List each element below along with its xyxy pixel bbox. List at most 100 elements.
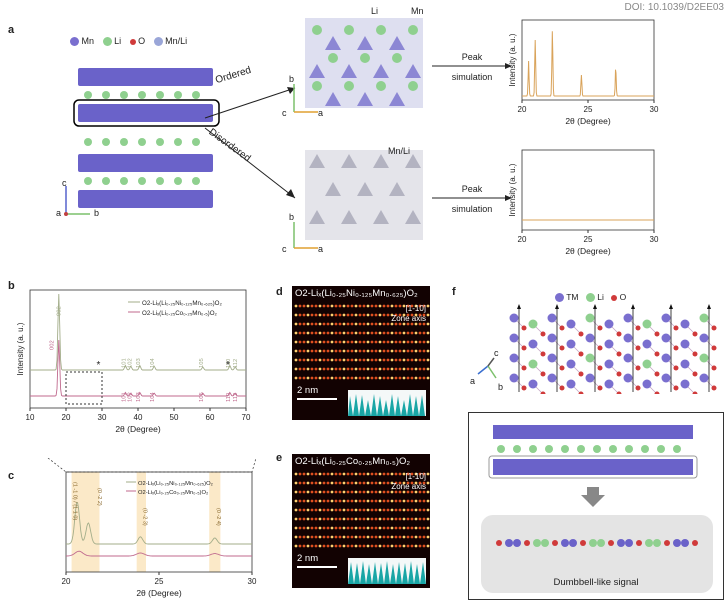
tem-d-atom-2-31 [418, 322, 422, 326]
tem-d-atom-8-18 [366, 376, 370, 380]
tem-e-atom-7-5 [314, 535, 318, 539]
tem-e-atom-7-16 [358, 535, 362, 539]
tem-d-atom-7-23 [386, 367, 390, 371]
struct-f-atom-9-3 [680, 379, 690, 389]
tem-e-atom-5-10 [334, 517, 338, 521]
tem-d-atom-6-32 [422, 358, 426, 362]
tem-d-atom-6-33 [426, 358, 430, 362]
tem-d-atom-5-19 [370, 349, 374, 353]
tem-e-atom-3-22 [382, 499, 386, 503]
li-rows [84, 91, 200, 185]
struct-f-o-4-2 [597, 365, 603, 371]
tem-d-atom-4-5 [314, 340, 318, 344]
chart-b-annot-2: 101 [121, 358, 127, 368]
tem-d-atom-3-0 [294, 331, 298, 335]
tem-e-atom-2-1 [298, 490, 302, 494]
tem-e-atom-4-20 [374, 508, 378, 512]
tem-e-atom-5-9 [330, 517, 334, 521]
tem-e-atom-2-25 [394, 490, 398, 494]
struct-f-atom-9-2 [680, 359, 690, 369]
tem-d-atom-4-20 [374, 340, 378, 344]
axis-a-disordered: a [318, 244, 324, 254]
tem-d-atom-4-28 [406, 340, 410, 344]
tem-e-atom-5-11 [338, 517, 342, 521]
o-legend-dot [129, 38, 136, 45]
tem-e-atom-6-22 [382, 526, 386, 530]
tem-e-atom-2-9 [330, 490, 334, 494]
struct-f-atom-0-1 [509, 333, 519, 343]
tem-d-atom-1-31 [418, 313, 422, 317]
tem-e-atom-6-1 [298, 526, 302, 530]
tem-e-atom-5-5 [314, 517, 318, 521]
chart-b-annot-4: 103 [136, 358, 142, 368]
tem-e-atom-8-28 [406, 544, 410, 548]
tem-e-atom-1-4 [310, 481, 314, 485]
panel-label-d: d [276, 286, 283, 298]
struct-f-atom-6-2 [623, 353, 633, 363]
chart-b-annot-7: 110 [226, 359, 232, 368]
tem-e-atom-6-0 [294, 526, 298, 530]
tem-e-atom-5-8 [326, 517, 330, 521]
tem-e-atom-2-12 [342, 490, 346, 494]
tem-d-atom-1-9 [330, 313, 334, 317]
tem-e-atom-2-0 [294, 490, 298, 494]
chart-b-annot-8: 112 [233, 359, 239, 368]
tem-d-atom-8-27 [402, 376, 406, 380]
chart-c-annot-2: (0 -2 3) [141, 508, 147, 526]
struct-f-o-2-2 [559, 365, 565, 371]
chart-a1-tick-label-1: 25 [584, 105, 593, 114]
axes-disordered [293, 222, 318, 249]
tem-d-atom-0-12 [342, 304, 346, 308]
tem-d-atom-6-7 [322, 358, 326, 362]
chart-c-tick-label-1: 25 [155, 577, 164, 586]
ordered-structure-svg [305, 18, 423, 108]
tem-e-atom-8-8 [326, 544, 330, 548]
tem-d-atom-0-7 [322, 304, 326, 308]
tem-e-atom-5-25 [394, 517, 398, 521]
tem-e-atom-0-14 [350, 472, 354, 476]
tem-e-atom-3-0 [294, 499, 298, 503]
tem-e-atom-6-25 [394, 526, 398, 530]
tem-d-atom-8-5 [314, 376, 318, 380]
tem-d-atom-1-27 [402, 313, 406, 317]
tem-e-atom-4-18 [366, 508, 370, 512]
struct-f-o-0-0 [521, 325, 527, 331]
struct-f-atom-10-0 [699, 313, 709, 323]
tem-e-atom-1-2 [302, 481, 306, 485]
tem-d-atom-3-33 [426, 331, 430, 335]
tem-d-atom-7-13 [346, 367, 350, 371]
struct-f-atom-8-2 [661, 353, 671, 363]
tem-d-atom-3-25 [394, 331, 398, 335]
tem-d-atom-1-8 [326, 313, 330, 317]
tem-e-atom-8-15 [354, 544, 358, 548]
tem-e-atom-0-28 [406, 472, 410, 476]
chart-b-tick-label-3: 40 [134, 413, 143, 422]
struct-f-atom-4-2 [585, 353, 595, 363]
chart-b-annot-11: 103 [136, 392, 142, 402]
tem-d-atom-7-12 [342, 367, 346, 371]
tem-d-atom-2-22 [382, 322, 386, 326]
tem-e-atom-7-14 [350, 535, 354, 539]
struct-f-o-2-3 [559, 385, 565, 391]
tem-d-atom-2-20 [374, 322, 378, 326]
tem-d-atom-5-25 [394, 349, 398, 353]
tem-d-atom-2-4 [310, 322, 314, 326]
tem-e-atom-5-4 [310, 517, 314, 521]
tem-e-atom-2-31 [418, 490, 422, 494]
tem-d-atom-0-30 [414, 304, 418, 308]
tem-e-atom-8-9 [330, 544, 334, 548]
tem-e-atom-6-28 [406, 526, 410, 530]
tem-d-atom-4-33 [426, 340, 430, 344]
tem-d-atom-5-8 [326, 349, 330, 353]
tem-d-atom-4-12 [342, 340, 346, 344]
chart-a1-tick-label-0: 20 [518, 105, 527, 114]
tem-e-atom-7-7 [322, 535, 326, 539]
tem-e-atom-3-7 [322, 499, 326, 503]
tem-e-atom-3-16 [358, 499, 362, 503]
tem-d-atom-5-11 [338, 349, 342, 353]
tem-d-atom-6-2 [302, 358, 306, 362]
tem-e-atom-3-25 [394, 499, 398, 503]
tem-d-zone1: [1-10] [405, 304, 426, 313]
tem-d-atom-0-20 [374, 304, 378, 308]
tem-e-atom-0-1 [298, 472, 302, 476]
